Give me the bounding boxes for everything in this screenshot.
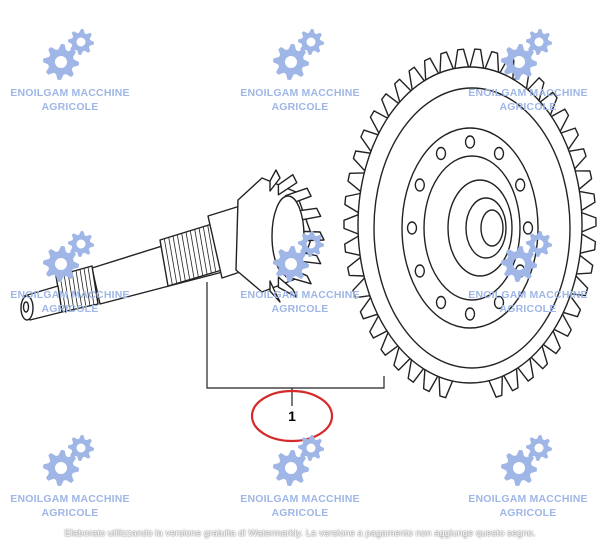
pinion-tooth	[277, 276, 298, 298]
gears-icon	[43, 435, 94, 486]
watermark-line1: ENOILGAM MACCHINE	[240, 87, 360, 99]
ring-gear	[343, 48, 597, 399]
spline-line	[71, 271, 79, 310]
bolt-hole	[493, 295, 505, 310]
watermark-line2: AGRICOLE	[499, 303, 557, 315]
watermark-line1: ENOILGAM MACCHINE	[468, 493, 588, 505]
watermark-line2: AGRICOLE	[271, 101, 329, 113]
ring-gear-face	[373, 87, 571, 369]
ring-gear-bolt-holes	[406, 135, 534, 321]
pinion-tooth	[269, 280, 281, 303]
watermark-line2: AGRICOLE	[499, 101, 557, 113]
watermark-line1: ENOILGAM MACCHINE	[468, 289, 588, 301]
watermark: ENOILGAM MACCHINE AGRICOLE	[0, 432, 150, 520]
bolt-hole	[515, 178, 526, 192]
ring-gear-hub-outer	[447, 179, 513, 277]
spline-lines-large	[163, 225, 217, 285]
spline-line	[194, 229, 204, 276]
bolt-hole	[464, 307, 476, 321]
bolt-hole	[406, 221, 418, 235]
spline-line	[181, 233, 191, 280]
ring-gear-hub-inner	[465, 197, 507, 259]
gears-icon	[501, 29, 552, 80]
watermark-line2: AGRICOLE	[271, 507, 329, 519]
bolt-hole	[493, 146, 505, 161]
spline-line	[168, 237, 178, 284]
spline-line	[79, 269, 87, 308]
watermark: ENOILGAM MACCHINE AGRICOLE	[0, 26, 150, 114]
spline-line	[87, 267, 95, 306]
bolt-hole	[435, 146, 447, 161]
spline-line	[198, 227, 208, 275]
gears-icon	[501, 435, 552, 486]
watermark-line1: ENOILGAM MACCHINE	[10, 493, 130, 505]
watermark-line1: ENOILGAM MACCHINE	[468, 87, 588, 99]
callout-number: 1	[288, 408, 296, 424]
watermark-line2: AGRICOLE	[41, 507, 99, 519]
watermark: ENOILGAM MACCHINE AGRICOLE	[0, 228, 150, 316]
watermark-line2: AGRICOLE	[41, 303, 99, 315]
bolt-hole	[414, 264, 425, 278]
bolt-hole	[414, 178, 425, 192]
pinion-tooth	[269, 169, 281, 192]
spline-line	[83, 268, 91, 307]
watermark-line2: AGRICOLE	[41, 101, 99, 113]
watermark-line1: ENOILGAM MACCHINE	[240, 289, 360, 301]
gears-icon	[501, 231, 552, 282]
spline-line	[176, 234, 186, 281]
spline-line	[185, 231, 195, 279]
spline-line	[67, 272, 75, 311]
spline-line	[202, 226, 212, 273]
ring-gear-bolt-circle	[401, 127, 539, 329]
callout-circle	[250, 389, 334, 443]
spline-line	[189, 230, 199, 277]
watermark: ENOILGAM MACCHINE AGRICOLE	[220, 228, 380, 316]
pinion-shaft	[20, 205, 253, 321]
watermark: ENOILGAM MACCHINE AGRICOLE	[220, 26, 380, 114]
watermark-line2: AGRICOLE	[499, 507, 557, 519]
gears-icon	[273, 231, 324, 282]
pinion-tooth	[277, 174, 298, 196]
spline-line	[75, 270, 83, 309]
gears-icon	[273, 435, 324, 486]
spline-line	[172, 235, 182, 283]
ring-gear-bore	[480, 209, 504, 247]
bolt-hole	[464, 135, 476, 149]
bolt-hole	[435, 295, 447, 310]
spline-line	[163, 238, 173, 285]
spline-line	[207, 225, 217, 272]
spline-line	[63, 273, 71, 312]
watermark: ENOILGAM MACCHINE AGRICOLE	[220, 432, 380, 520]
watermark: ENOILGAM MACCHINE AGRICOLE	[448, 228, 600, 316]
gears-icon	[273, 29, 324, 80]
ring-gear-outer-rim	[357, 66, 583, 384]
watermark-notice: Elaborato utilizzando la versione gratui…	[64, 528, 536, 539]
bolt-hole	[522, 221, 534, 235]
ring-gear-inner-ring	[423, 155, 521, 301]
watermark-line1: ENOILGAM MACCHINE	[10, 87, 130, 99]
watermark: ENOILGAM MACCHINE AGRICOLE	[448, 26, 600, 114]
watermark-line1: ENOILGAM MACCHINE	[240, 493, 360, 505]
gears-icon	[43, 29, 94, 80]
watermark-line1: ENOILGAM MACCHINE	[10, 289, 130, 301]
gears-icon	[43, 231, 94, 282]
watermark-line2: AGRICOLE	[271, 303, 329, 315]
watermark: ENOILGAM MACCHINE AGRICOLE	[448, 432, 600, 520]
shaft-tip-center	[22, 301, 30, 313]
